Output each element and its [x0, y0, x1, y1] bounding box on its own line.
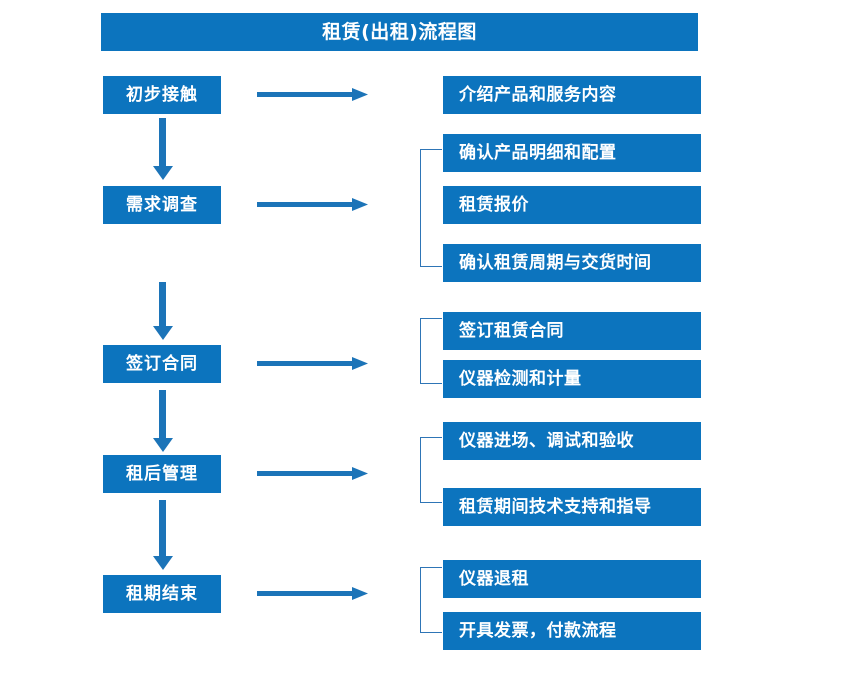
detail-label-4-1: 仪器进场、调试和验收 [459, 430, 634, 451]
detail-box-confirm-product-spec[interactable]: 确认产品明细和配置 [443, 134, 701, 172]
stage-box-rental-end[interactable]: 租期结束 [103, 575, 221, 613]
horizontal-arrow-4 [257, 464, 369, 484]
detail-box-instrument-entry-commissioning[interactable]: 仪器进场、调试和验收 [443, 422, 701, 460]
group-bracket-4 [420, 437, 442, 503]
group-bracket-2 [420, 149, 442, 267]
stage-label-4: 租后管理 [126, 463, 198, 484]
diagram-title: 租赁(出租)流程图 [322, 20, 477, 43]
detail-label-1-1: 介绍产品和服务内容 [459, 84, 617, 105]
detail-label-3-1: 签订租赁合同 [459, 320, 564, 341]
stage-label-2: 需求调查 [126, 194, 198, 215]
detail-box-invoice-payment[interactable]: 开具发票，付款流程 [443, 612, 701, 650]
horizontal-arrow-5 [257, 584, 369, 604]
horizontal-arrow-1 [257, 85, 369, 105]
stage-box-initial-contact[interactable]: 初步接触 [103, 76, 221, 114]
detail-box-confirm-period-delivery[interactable]: 确认租赁周期与交货时间 [443, 244, 701, 282]
stage-box-sign-contract[interactable]: 签订合同 [103, 345, 221, 383]
detail-box-introduce-products[interactable]: 介绍产品和服务内容 [443, 76, 701, 114]
detail-label-2-1: 确认产品明细和配置 [459, 142, 617, 163]
vertical-arrow-1 [150, 118, 176, 182]
horizontal-arrow-2 [257, 195, 369, 215]
group-bracket-3 [420, 318, 442, 384]
detail-label-2-3: 确认租赁周期与交货时间 [459, 252, 652, 273]
group-bracket-5 [420, 567, 442, 633]
vertical-arrow-3 [150, 390, 176, 454]
detail-label-2-2: 租赁报价 [459, 194, 529, 215]
diagram-title-bar: 租赁(出租)流程图 [101, 13, 698, 51]
stage-box-post-rental-management[interactable]: 租后管理 [103, 455, 221, 493]
detail-label-5-1: 仪器退租 [459, 568, 529, 589]
horizontal-arrow-3 [257, 354, 369, 374]
stage-label-1: 初步接触 [126, 84, 198, 105]
detail-label-4-2: 租赁期间技术支持和指导 [459, 496, 652, 517]
stage-box-requirement-survey[interactable]: 需求调查 [103, 186, 221, 224]
detail-box-rental-quotation[interactable]: 租赁报价 [443, 186, 701, 224]
stage-label-3: 签订合同 [126, 353, 198, 374]
vertical-arrow-2 [150, 282, 176, 342]
stage-label-5: 租期结束 [126, 583, 198, 604]
vertical-arrow-4 [150, 500, 176, 572]
detail-box-instrument-return[interactable]: 仪器退租 [443, 560, 701, 598]
detail-label-3-2: 仪器检测和计量 [459, 368, 582, 389]
detail-box-sign-rental-contract[interactable]: 签订租赁合同 [443, 312, 701, 350]
detail-box-technical-support[interactable]: 租赁期间技术支持和指导 [443, 488, 701, 526]
detail-box-instrument-inspection[interactable]: 仪器检测和计量 [443, 360, 701, 398]
detail-label-5-2: 开具发票，付款流程 [459, 620, 617, 641]
